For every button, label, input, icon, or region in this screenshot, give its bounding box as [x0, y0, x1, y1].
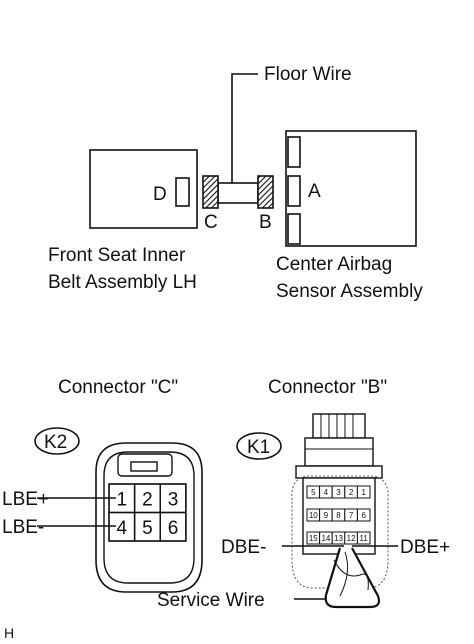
- center-airbag-label-line2: Sensor Assembly: [276, 281, 423, 302]
- connector-b-pin-number: 9: [324, 511, 329, 520]
- k1-label: K1: [247, 437, 270, 458]
- connector-c-hatched: [202, 175, 219, 209]
- connector-a-label: A: [308, 181, 321, 202]
- k1-badge: [236, 432, 282, 460]
- floor-wire-harness: [217, 182, 259, 204]
- connector-c-pin-number: 1: [117, 489, 128, 510]
- connector-b-pin-number: 2: [349, 488, 354, 497]
- lbe-minus-label: LBE-: [2, 517, 44, 538]
- connector-b-pin-number: 10: [309, 511, 318, 520]
- lbe-plus-label: LBE+: [2, 489, 49, 510]
- connector-b-pin-number: 6: [361, 511, 366, 520]
- connector-c-pin-cell: [159, 511, 187, 542]
- corner-code: H: [4, 625, 14, 641]
- connector-c-pin-number: 2: [142, 489, 153, 510]
- dbe-minus-label: DBE-: [221, 537, 266, 558]
- connector-b-pin-number: 4: [324, 488, 329, 497]
- connector-b-pin-number: 13: [334, 534, 343, 543]
- service-wire-loop: [324, 547, 381, 609]
- connector-b-hatched: [257, 175, 274, 209]
- dbe-plus-label: DBE+: [400, 537, 450, 558]
- connector-a-tab: [287, 175, 301, 207]
- connector-c-pin-number: 5: [142, 518, 153, 539]
- connector-b-pin-number: 14: [321, 534, 330, 543]
- connector-c-pin-number: 6: [168, 518, 179, 539]
- sensor-connector-lower: [287, 213, 301, 245]
- floor-wire-label: Floor Wire: [264, 64, 352, 85]
- connector-b-pin-number: 7: [349, 511, 354, 520]
- connector-d-tab: [175, 177, 190, 207]
- connector-c-label: C: [204, 212, 218, 233]
- connector-c-title: Connector "C": [58, 377, 178, 398]
- center-airbag-sensor-box: [285, 130, 417, 247]
- connector-c-pin-number: 3: [168, 489, 179, 510]
- connector-b-label: B: [259, 212, 272, 233]
- front-seat-label-line1: Front Seat Inner: [48, 245, 186, 266]
- connector-b-pin-number: 11: [360, 534, 369, 543]
- floor-wire-leader: [231, 73, 258, 185]
- connector-b-pin-cell: [356, 531, 371, 545]
- center-airbag-label-line1: Center Airbag: [276, 254, 392, 275]
- connector-b-pin-number: 3: [336, 488, 341, 497]
- connector-b-pin-number: 15: [309, 534, 318, 543]
- connector-c-pin-number: 4: [117, 518, 128, 539]
- connector-b-pin-cell: [356, 485, 371, 499]
- k2-label: K2: [44, 432, 67, 453]
- connector-b-pin-number: 8: [336, 511, 341, 520]
- connector-b-pin-cell: [356, 508, 371, 522]
- service-wire-label: Service Wire: [157, 590, 265, 611]
- front-seat-label-line2: Belt Assembly LH: [48, 272, 197, 293]
- connector-d-label: D: [153, 184, 167, 205]
- connector-b-pin-number: 1: [361, 488, 366, 497]
- sensor-connector-upper: [287, 136, 301, 168]
- connector-b-pin-number: 12: [347, 534, 356, 543]
- k2-badge: [34, 427, 80, 455]
- connector-b-title: Connector "B": [268, 377, 387, 398]
- connector-b-pin-number: 5: [311, 488, 316, 497]
